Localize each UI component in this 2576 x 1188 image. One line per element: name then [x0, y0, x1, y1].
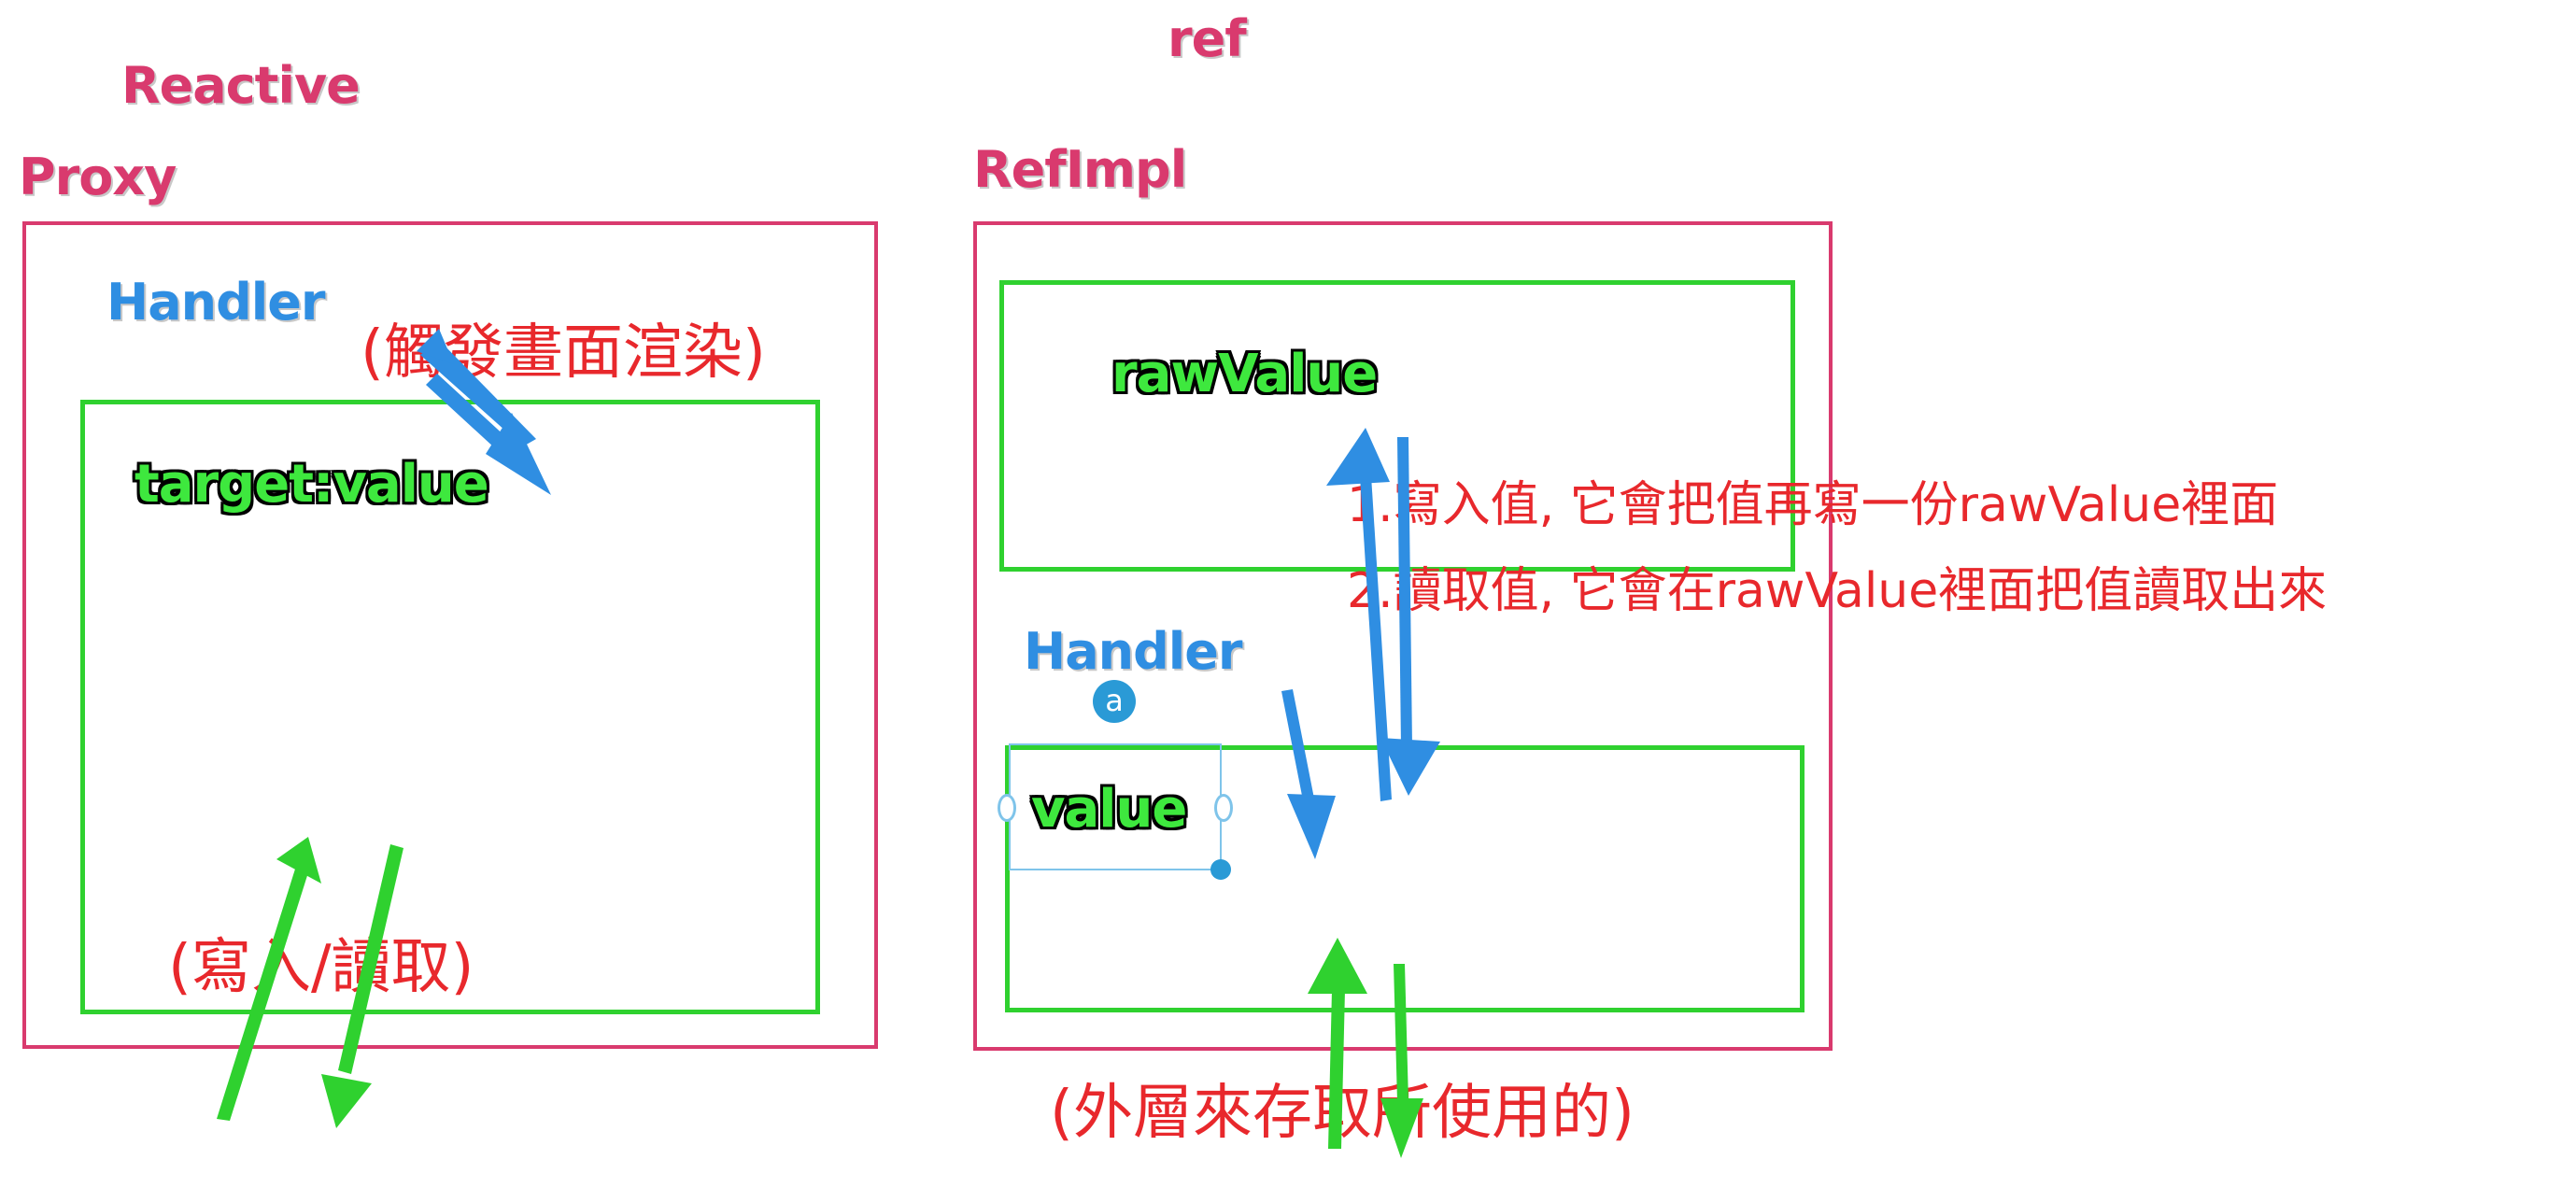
rawvalue-box [999, 280, 1795, 572]
left-blue-arrow-down [426, 374, 551, 495]
note-write: 1.寫入值, 它會把值再寫一份rawValue裡面 [1347, 477, 2279, 533]
left-blue-arrow-up [417, 329, 536, 446]
proxy-box [22, 221, 878, 1049]
reactive-label: Reactive [121, 56, 361, 115]
handler-right-label: Handler [1024, 622, 1242, 681]
right-blue-arrow-small [1281, 689, 1336, 859]
right-green-arrow-up [1308, 938, 1367, 1149]
right-green-arrow-down [1380, 964, 1423, 1158]
left-green-arrow-up [217, 837, 321, 1121]
right-blue-arrow-down [1380, 437, 1440, 796]
write-read-annotation: (寫入/讀取) [168, 933, 474, 1002]
value-label: value [1031, 779, 1187, 840]
selection-handle-corner[interactable] [1210, 859, 1231, 880]
right-blue-arrow-up [1326, 428, 1392, 801]
refimpl-label: RefImpl [973, 140, 1187, 199]
target-value-label: target:value [134, 454, 489, 515]
selection-handle-right[interactable] [1214, 794, 1233, 822]
ref-label: ref [1168, 9, 1247, 68]
proxy-label: Proxy [19, 148, 177, 206]
anchor-badge[interactable]: a [1093, 680, 1136, 723]
handler-left-label: Handler [106, 273, 325, 332]
rawvalue-label: rawValue [1111, 344, 1378, 404]
left-green-arrow-down [321, 844, 403, 1128]
selection-handle-left[interactable] [998, 794, 1016, 822]
note-read: 2.讀取值, 它會在rawValue裡面把值讀取出來 [1347, 563, 2328, 619]
